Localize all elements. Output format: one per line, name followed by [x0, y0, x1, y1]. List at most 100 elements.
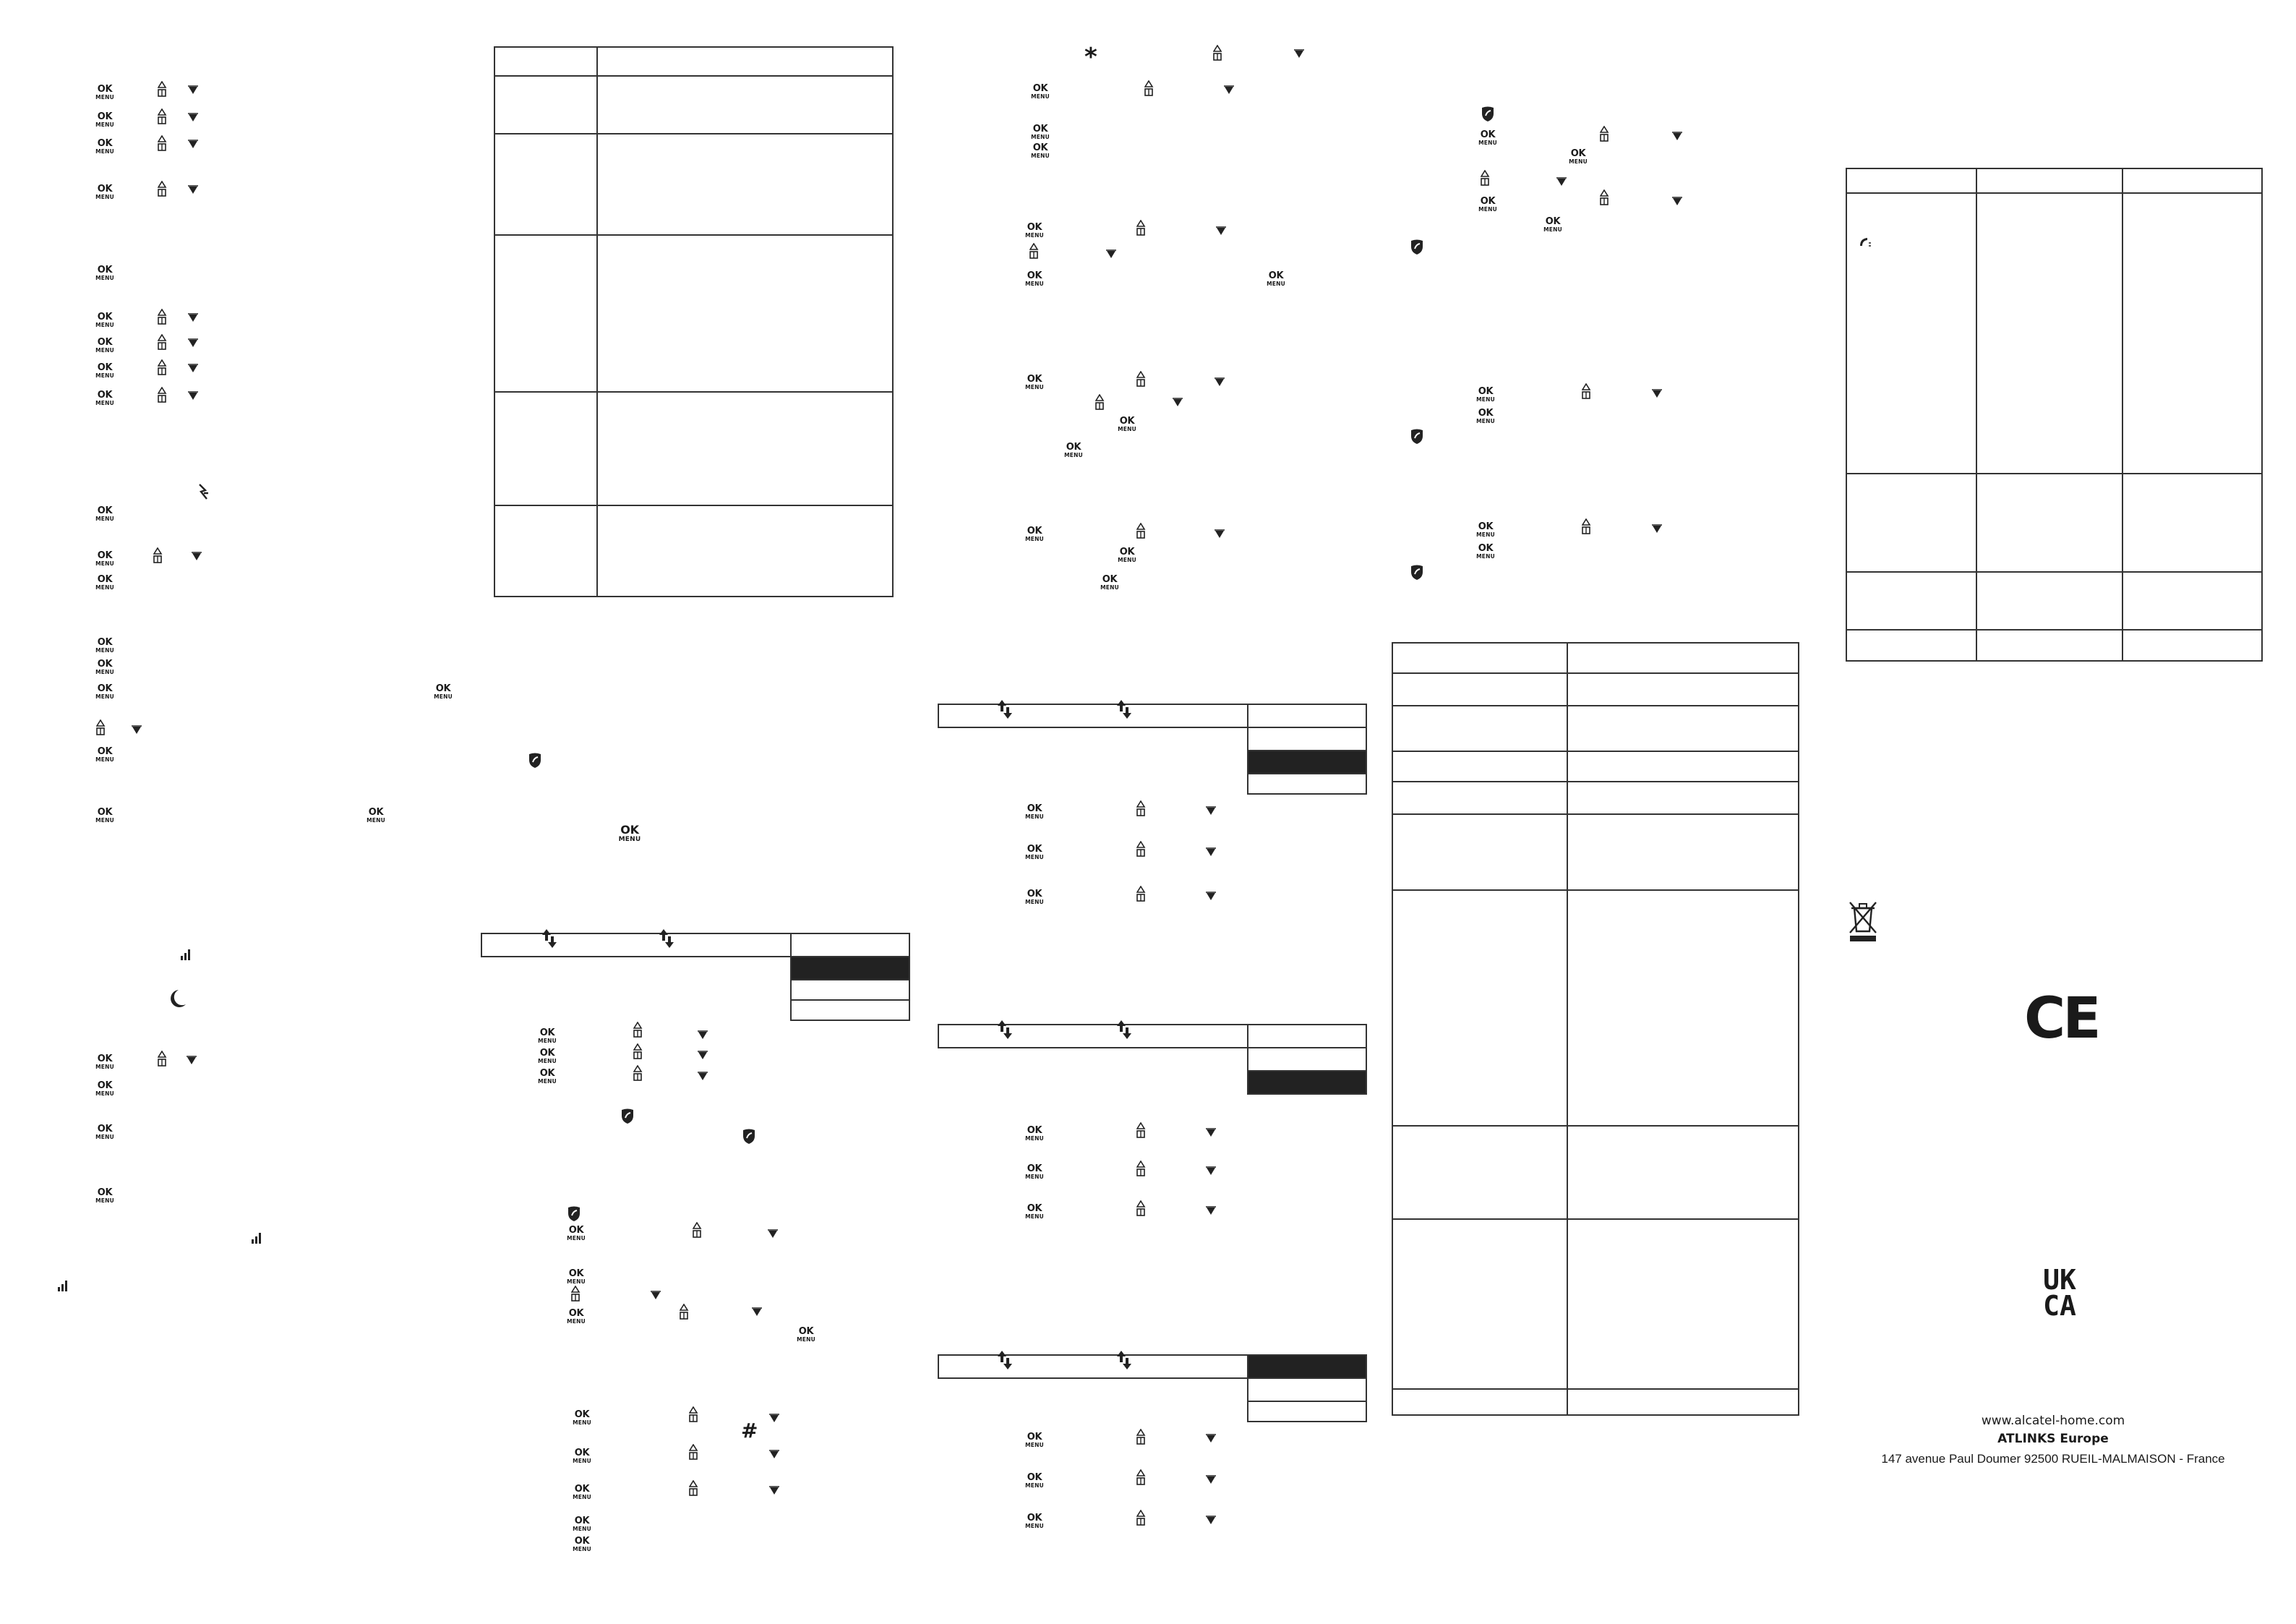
down-arrow-key-icon [188, 364, 198, 373]
down-arrow-key-icon [769, 1450, 779, 1459]
menu-option-selected [790, 956, 910, 980]
up-phonebook-key-icon [1582, 383, 1590, 399]
down-arrow-key-icon [188, 391, 198, 401]
menu-bar-title [938, 1024, 1248, 1048]
up-phonebook-key-icon [153, 547, 162, 563]
up-phonebook-key-icon [96, 719, 105, 735]
up-phonebook-key-icon [1136, 371, 1145, 387]
down-arrow-key-icon [1206, 1128, 1216, 1137]
up-phonebook-key-icon [158, 334, 166, 350]
block-shield-icon [528, 752, 541, 769]
down-arrow-key-icon [1206, 892, 1216, 901]
up-phonebook-key-icon [633, 1065, 642, 1081]
down-arrow-key-icon [1206, 806, 1216, 816]
down-arrow-key-icon [188, 338, 198, 348]
menu-option [790, 979, 910, 1001]
up-phonebook-key-icon [1136, 841, 1145, 857]
block-shield-icon [567, 1205, 581, 1222]
menu-option-selected [1247, 1070, 1367, 1095]
down-arrow-key-icon [192, 552, 202, 561]
table-1 [494, 46, 894, 597]
up-phonebook-key-icon [680, 1304, 688, 1320]
up-phonebook-key-icon [158, 309, 166, 325]
down-arrow-key-icon [188, 140, 198, 149]
up-phonebook-key-icon [1136, 523, 1145, 539]
up-phonebook-key-icon [1481, 170, 1489, 186]
scroll-arrows-icon [659, 929, 674, 948]
block-shield-icon [1410, 239, 1423, 255]
down-arrow-key-icon [1652, 524, 1662, 534]
up-phonebook-key-icon [1136, 220, 1145, 236]
down-arrow-key-icon [1173, 398, 1183, 407]
up-phonebook-key-icon [1136, 1161, 1145, 1176]
ukca-bottom: CA [2043, 1290, 2076, 1322]
scroll-arrows-icon [1117, 1020, 1131, 1039]
footer-url[interactable]: www.alcatel-home.com [1981, 1414, 2125, 1428]
down-arrow-key-icon [1672, 197, 1682, 206]
menu-option [1247, 1047, 1367, 1072]
table-3 [1846, 168, 2263, 662]
footer-address: 147 avenue Paul Doumer 92500 RUEIL-MALMA… [1881, 1452, 2225, 1466]
down-arrow-key-icon [1672, 132, 1682, 141]
intercom-icon [199, 484, 208, 500]
down-arrow-key-icon [752, 1307, 762, 1317]
up-phonebook-key-icon [158, 181, 166, 197]
down-arrow-key-icon [769, 1486, 779, 1495]
menu-option [1247, 1377, 1367, 1402]
up-phonebook-key-icon [1144, 80, 1153, 96]
menu-option [790, 999, 910, 1021]
menu-bar-title [938, 1354, 1248, 1379]
moon-icon [171, 990, 186, 1007]
down-arrow-key-icon [1216, 226, 1226, 236]
down-arrow-key-icon [1106, 249, 1116, 259]
weee-bin-icon [1849, 902, 1877, 941]
up-phonebook-key-icon [1095, 394, 1104, 410]
hash-key-icon: # [741, 1419, 758, 1443]
down-arrow-key-icon [188, 113, 198, 122]
block-shield-icon [1410, 564, 1423, 581]
down-arrow-key-icon [188, 313, 198, 322]
up-phonebook-key-icon [693, 1222, 701, 1238]
up-phonebook-key-icon [158, 135, 166, 151]
down-arrow-key-icon [698, 1072, 708, 1081]
handset-ring-icon [1860, 238, 1871, 247]
